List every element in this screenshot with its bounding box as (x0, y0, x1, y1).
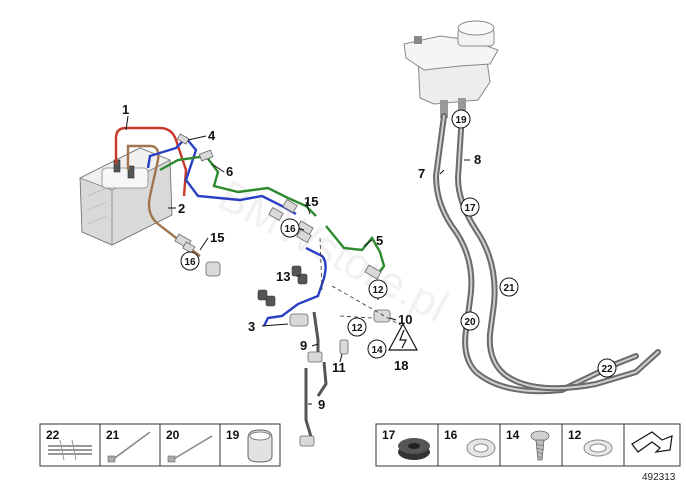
svg-text:19: 19 (226, 428, 240, 442)
legend-item-14: 14 (506, 428, 550, 461)
callout-7: 7 (418, 166, 425, 181)
cable-tie-short-icon (167, 435, 213, 463)
circled-callout-19: 19 (451, 109, 471, 129)
callout-13: 13 (276, 269, 290, 284)
callout-15-left: 15 (210, 230, 224, 245)
brake-line-green-upper (159, 154, 317, 217)
callout-6: 6 (226, 164, 233, 179)
hose-clip-icon (247, 429, 273, 463)
svg-text:19: 19 (455, 115, 467, 126)
svg-text:21: 21 (106, 428, 120, 442)
callout-2: 2 (178, 201, 185, 216)
svg-text:21: 21 (503, 283, 515, 294)
circled-callout-12-upper: 12 (368, 279, 388, 299)
callout-10: 10 (398, 312, 412, 327)
circled-callout-22: 22 (597, 358, 617, 378)
sensor-bracket (299, 311, 328, 447)
legend-right: 17 16 14 12 (375, 423, 681, 467)
warning-triangle-icon (387, 322, 419, 351)
svg-text:12: 12 (372, 285, 384, 296)
circled-callout-12-lower: 12 (347, 317, 367, 337)
legend-item-12: 12 (568, 428, 613, 457)
circled-callout-16-left: 16 (180, 251, 200, 271)
svg-text:12: 12 (568, 428, 582, 442)
brake-line-red (114, 126, 188, 197)
circled-callout-21: 21 (499, 277, 519, 297)
circled-callout-14: 14 (367, 339, 387, 359)
svg-text:14: 14 (371, 345, 383, 356)
grommet-icon (398, 438, 430, 460)
legend-item-20: 20 (166, 428, 213, 463)
screw-icon (530, 430, 550, 461)
legend-item-19: 19 (226, 428, 273, 463)
callout-15-center: 15 (304, 194, 318, 209)
circled-callout-20: 20 (460, 311, 480, 331)
svg-text:12: 12 (351, 323, 363, 334)
washer-icon (583, 439, 613, 457)
document-number: 492313 (642, 472, 676, 483)
callout-18: 18 (394, 358, 408, 373)
legend-item-21: 21 (106, 428, 151, 463)
callout-3: 3 (248, 319, 255, 334)
fluid-reservoir (403, 20, 499, 118)
cable-ties-icon (48, 439, 92, 461)
callout-8: 8 (474, 152, 481, 167)
svg-text:22: 22 (601, 364, 613, 375)
brake-line-blue-lower (262, 246, 327, 327)
line-fittings (174, 133, 391, 355)
svg-text:20: 20 (166, 428, 180, 442)
reservoir-hoses (432, 111, 661, 395)
svg-text:22: 22 (46, 428, 60, 442)
callout-11: 11 (332, 360, 346, 375)
svg-text:16: 16 (184, 257, 196, 268)
callout-4: 4 (208, 128, 216, 143)
svg-text:16: 16 (284, 224, 296, 235)
svg-text:20: 20 (464, 317, 476, 328)
circled-callout-16-center: 16 (280, 218, 300, 238)
legend-left: 22 21 20 19 (39, 423, 281, 467)
bent-arrow-icon (631, 431, 673, 453)
legend-item-16: 16 (444, 428, 496, 458)
brake-line-green-right (325, 225, 386, 275)
seal-ring-icon (466, 438, 496, 458)
brake-line-blue-upper (146, 136, 297, 216)
cable-tie-icon (107, 431, 151, 463)
callout-5: 5 (376, 233, 383, 248)
callout-9-upper: 9 (300, 338, 307, 353)
legend-item-17: 17 (382, 428, 430, 460)
legend-item-22: 22 (46, 428, 92, 461)
svg-text:17: 17 (464, 203, 476, 214)
callout-9-lower: 9 (318, 397, 325, 412)
svg-text:14: 14 (506, 428, 520, 442)
circled-callout-17: 17 (460, 197, 480, 217)
svg-text:17: 17 (382, 428, 396, 442)
brake-line-brown (126, 144, 201, 257)
abs-hydraulic-unit (79, 147, 173, 246)
brake-lines (114, 126, 386, 327)
watermark: BMWstore.pl (210, 171, 455, 332)
svg-text:16: 16 (444, 428, 458, 442)
callout-1: 1 (122, 102, 129, 117)
